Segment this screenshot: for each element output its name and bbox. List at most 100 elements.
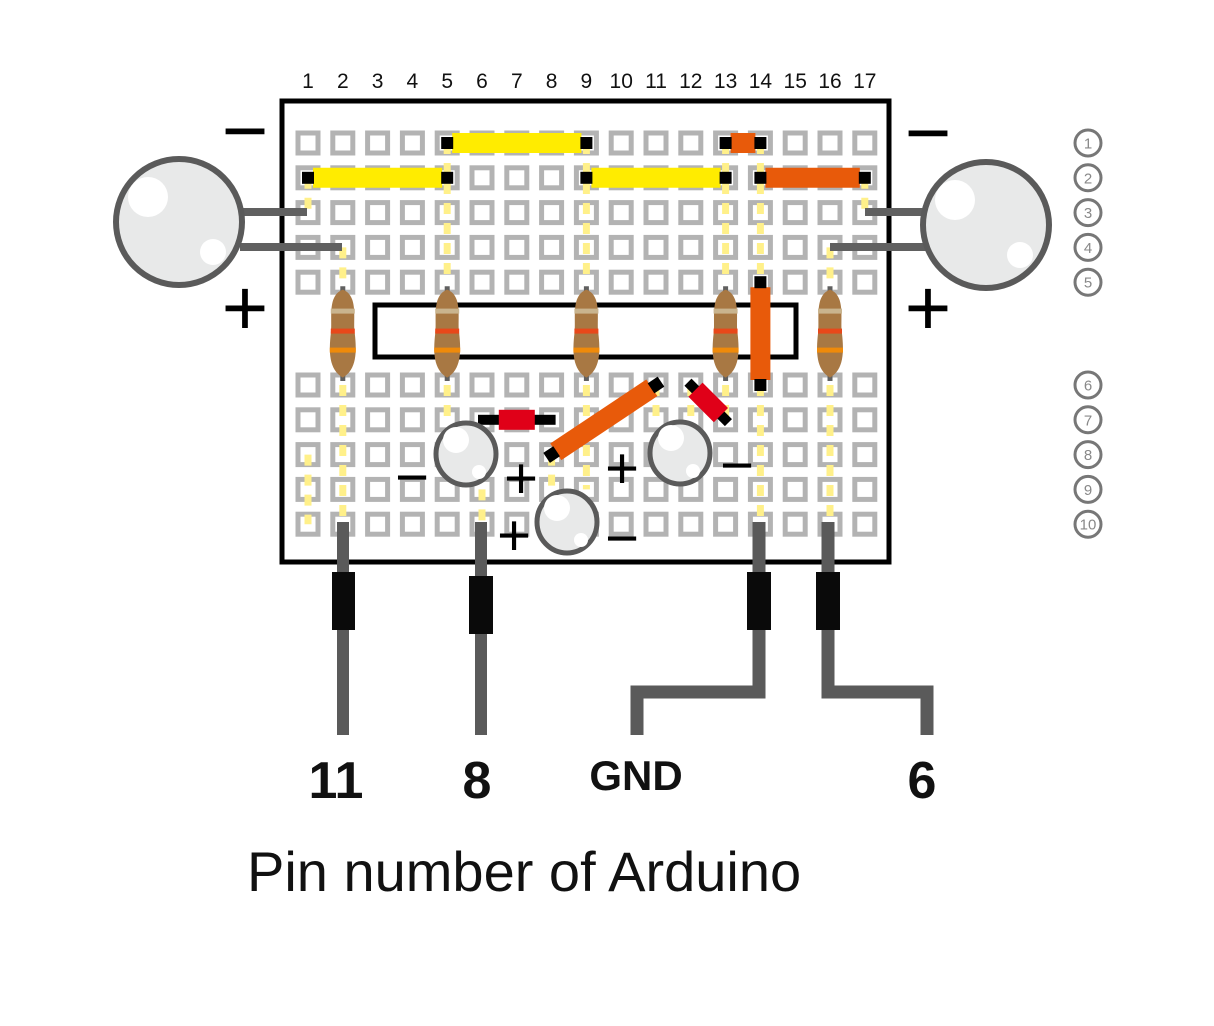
hole	[817, 200, 843, 226]
jumper-end	[719, 171, 732, 184]
led-highlight	[1007, 242, 1033, 268]
hole	[399, 130, 425, 156]
hole	[852, 130, 878, 156]
resistor-band	[818, 328, 842, 334]
resistor-band	[574, 328, 599, 334]
hole	[399, 372, 425, 398]
plug-pin-6	[816, 572, 840, 630]
row-label: 10	[1080, 517, 1097, 534]
led-highlight	[128, 177, 168, 217]
column-label: 11	[645, 70, 667, 93]
hole	[330, 200, 356, 226]
column-label: 12	[679, 70, 702, 93]
plug-gnd	[747, 572, 771, 630]
pin-label-6: 6	[908, 752, 937, 810]
pin-label-8: 8	[463, 752, 492, 810]
column-label: 4	[407, 70, 419, 93]
row-label: 2	[1084, 170, 1092, 187]
hole	[782, 511, 808, 537]
row-label-circle	[1073, 232, 1103, 262]
jumper-end	[719, 137, 732, 149]
hole	[678, 511, 704, 537]
hole	[643, 511, 669, 537]
hole	[713, 476, 739, 502]
jumper-end	[441, 137, 454, 149]
jumper-end	[543, 446, 560, 463]
hole	[852, 476, 878, 502]
diode	[684, 378, 732, 427]
led-highlight	[574, 533, 588, 547]
resistor-band	[573, 347, 600, 353]
hole	[504, 511, 530, 537]
led-small-3: + −	[497, 488, 639, 571]
resistor-band	[330, 308, 355, 314]
diode-body	[498, 409, 535, 430]
hole	[504, 165, 530, 191]
plus-sign: +	[497, 503, 531, 568]
hole	[782, 234, 808, 260]
jumper-wire	[754, 167, 871, 188]
hole	[608, 372, 634, 398]
column-label: 9	[581, 70, 593, 93]
hole	[365, 442, 391, 468]
hole	[817, 130, 843, 156]
hole	[399, 442, 425, 468]
resistor-band	[713, 308, 738, 314]
hole	[365, 269, 391, 295]
column-label: 1	[302, 70, 314, 93]
row-label-circle	[1073, 198, 1103, 228]
led-highlight	[658, 425, 684, 451]
hole	[678, 234, 704, 260]
row-label-circle	[1073, 509, 1103, 539]
jumper-end	[302, 171, 314, 184]
led-highlight	[935, 180, 975, 220]
hole	[539, 200, 565, 226]
resistor-band	[434, 347, 461, 353]
hole	[782, 442, 808, 468]
hole	[365, 511, 391, 537]
row-label: 3	[1084, 205, 1092, 222]
hole	[539, 165, 565, 191]
hole	[608, 269, 634, 295]
hole	[469, 372, 495, 398]
hole	[399, 234, 425, 260]
hole	[504, 442, 530, 468]
resistor-band	[818, 308, 842, 314]
hole	[852, 407, 878, 433]
hole	[643, 130, 669, 156]
hole	[399, 511, 425, 537]
jumper-end	[441, 171, 454, 184]
jumper-body	[550, 379, 658, 461]
hole	[852, 269, 878, 295]
jumpers	[302, 133, 871, 463]
column-label: 16	[818, 70, 841, 93]
hole	[782, 372, 808, 398]
hole	[852, 511, 878, 537]
hole	[713, 511, 739, 537]
hole	[782, 200, 808, 226]
hole	[504, 372, 530, 398]
resistor-band	[574, 308, 599, 314]
hole	[504, 200, 530, 226]
hole	[434, 511, 460, 537]
column-label: 13	[714, 70, 737, 93]
hole	[295, 269, 321, 295]
jumper-end	[858, 171, 871, 184]
row-label-circle	[1073, 474, 1103, 504]
hole	[504, 269, 530, 295]
row-label-circle	[1073, 163, 1103, 193]
hole	[608, 476, 634, 502]
jumper-end	[754, 276, 767, 289]
led-left: − +	[113, 86, 342, 352]
row-label-circle	[1073, 440, 1103, 470]
row-label-circle	[1073, 370, 1103, 400]
row-label: 4	[1084, 240, 1092, 257]
hole	[782, 130, 808, 156]
hole	[365, 476, 391, 502]
jumper-end	[580, 137, 593, 149]
column-label: 3	[372, 70, 384, 93]
resistor	[817, 286, 843, 381]
hole	[469, 234, 495, 260]
row-label-circle	[1073, 405, 1103, 435]
